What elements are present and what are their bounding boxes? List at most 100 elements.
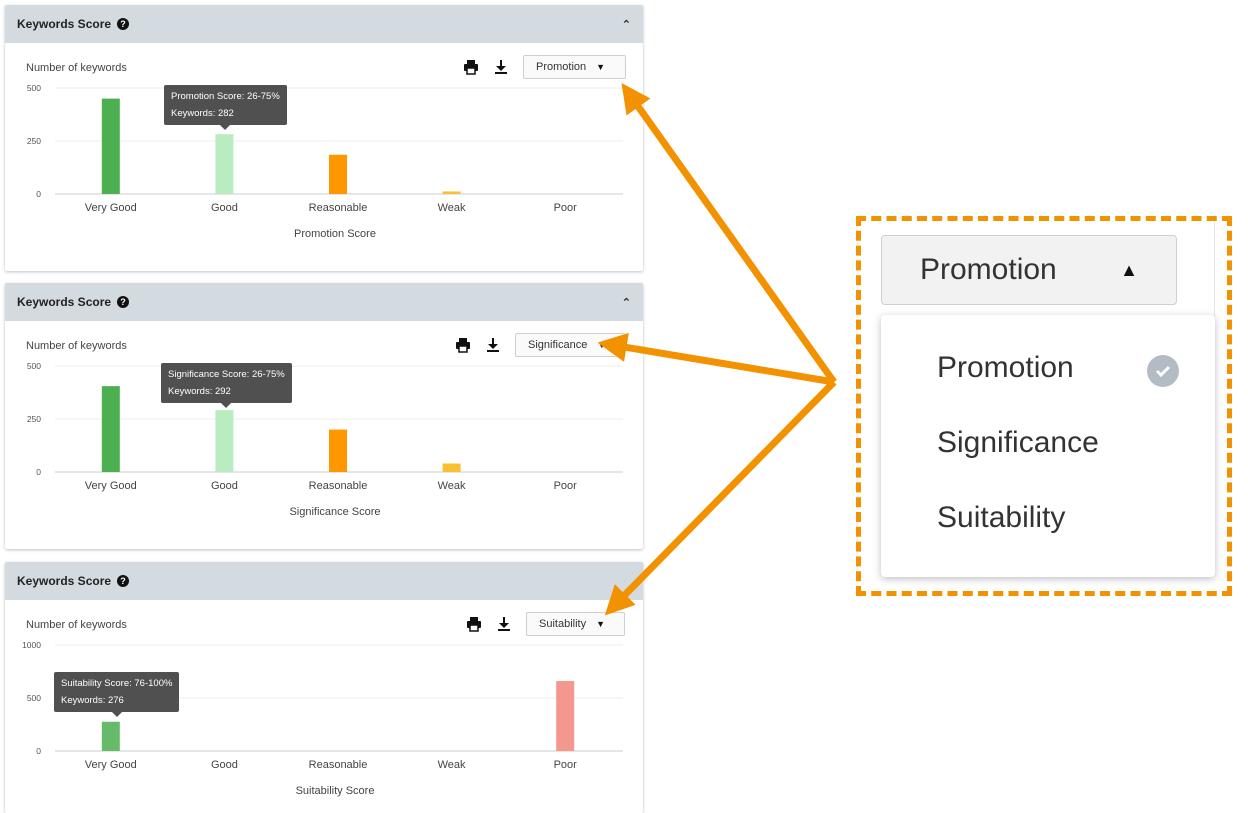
- caret-down-icon: ▼: [596, 62, 606, 72]
- caret-down-icon: ▼: [597, 340, 607, 350]
- select-value: Significance: [528, 339, 588, 351]
- bar-good: [215, 410, 234, 472]
- print-icon[interactable]: [463, 59, 479, 75]
- x-tick-label: Weak: [438, 202, 466, 214]
- x-tick-label: Poor: [554, 480, 578, 492]
- tooltip-line-keywords: Keywords: 276: [61, 695, 124, 706]
- x-tick-label: Good: [211, 480, 238, 492]
- divider: [1214, 221, 1215, 318]
- bar-weak: [442, 463, 461, 472]
- chart-toolbar: Suitability ▼: [466, 612, 625, 636]
- tooltip-line-score: Significance Score: 26-75%: [168, 369, 285, 380]
- help-icon[interactable]: ?: [117, 575, 130, 587]
- bar-very-good: [101, 721, 120, 751]
- y-tick-label: 500: [27, 693, 41, 703]
- print-icon[interactable]: [466, 616, 482, 632]
- arrow-to-significance-select: [597, 332, 835, 386]
- menu-item-significance[interactable]: Significance: [937, 426, 1099, 459]
- x-axis-title: Significance Score: [289, 506, 380, 518]
- select-value: Promotion: [536, 61, 587, 73]
- x-tick-label: Very Good: [85, 202, 137, 214]
- x-tick-label: Reasonable: [309, 480, 368, 492]
- bar-very-good: [101, 386, 120, 472]
- bar-tooltip: Promotion Score: 26-75% Keywords: 282: [164, 85, 287, 130]
- y-tick-label: 250: [27, 136, 41, 146]
- bar-tooltip: Significance Score: 26-75% Keywords: 292: [161, 363, 292, 408]
- x-tick-label: Good: [211, 759, 238, 771]
- panel-header[interactable]: Keywords Score ? ⌃: [5, 283, 643, 321]
- y-axis-label: Number of keywords: [26, 619, 127, 631]
- x-tick-label: Poor: [554, 759, 578, 771]
- panel-title: Keywords Score: [17, 295, 112, 309]
- panel-title: Keywords Score: [17, 574, 112, 588]
- zoomed-dropdown-callout: Promotion ▲ Promotion Significance Suita…: [856, 216, 1232, 596]
- y-tick-label: 0: [36, 746, 41, 756]
- chart-panel-promotion: Keywords Score ? ⌃ Number of keywords 0 25…: [5, 5, 643, 271]
- chevron-up-icon[interactable]: ⌃: [621, 18, 631, 31]
- x-tick-label: Reasonable: [309, 202, 368, 214]
- bar-poor: [556, 681, 575, 751]
- arrow-to-promotion-select: [621, 83, 837, 385]
- tooltip-line-keywords: Keywords: 282: [171, 108, 234, 119]
- menu-item-suitability[interactable]: Suitability: [937, 501, 1066, 534]
- x-tick-label: Good: [211, 202, 238, 214]
- zoomed-select-value: Promotion: [920, 253, 1057, 286]
- select-value: Suitability: [539, 618, 587, 630]
- y-axis-label: Number of keywords: [26, 340, 127, 352]
- chart-panel-significance: Keywords Score ? ⌃ Number of keywords 0 25…: [5, 283, 643, 549]
- bar-tooltip: Suitability Score: 76-100% Keywords: 276: [54, 672, 180, 717]
- panel-header[interactable]: Keywords Score ? ⌃: [5, 5, 643, 43]
- download-icon[interactable]: [496, 616, 512, 632]
- tooltip-line-keywords: Keywords: 292: [168, 386, 231, 397]
- help-icon[interactable]: ?: [117, 18, 130, 30]
- chart-panel-suitability: Keywords Score ? Number of keywords 0 500 1…: [5, 562, 643, 813]
- x-tick-label: Poor: [554, 202, 578, 214]
- y-tick-label: 0: [36, 189, 41, 199]
- score-type-select[interactable]: Suitability ▼: [526, 612, 625, 636]
- y-tick-label: 1000: [22, 640, 41, 650]
- chevron-up-icon[interactable]: ⌃: [621, 296, 631, 309]
- check-icon: [1147, 355, 1179, 387]
- caret-up-icon: ▲: [1120, 259, 1138, 280]
- y-tick-label: 250: [27, 414, 41, 424]
- print-icon[interactable]: [455, 337, 471, 353]
- score-type-select[interactable]: Promotion ▼: [523, 55, 626, 79]
- y-tick-label: 500: [27, 361, 41, 371]
- bar-very-good: [101, 98, 120, 194]
- x-axis-title: Promotion Score: [294, 228, 376, 240]
- bar-reasonable: [329, 154, 347, 194]
- x-tick-label: Very Good: [85, 480, 137, 492]
- panel-header[interactable]: Keywords Score ?: [5, 562, 643, 600]
- help-icon[interactable]: ?: [117, 296, 130, 308]
- x-axis-title: Suitability Score: [296, 785, 375, 797]
- x-tick-label: Reasonable: [309, 759, 368, 771]
- x-tick-label: Very Good: [85, 759, 137, 771]
- x-tick-label: Weak: [438, 759, 466, 771]
- caret-down-icon: ▼: [596, 619, 605, 629]
- tooltip-line-score: Suitability Score: 76-100%: [61, 678, 173, 689]
- panel-title: Keywords Score: [17, 17, 112, 31]
- x-tick-label: Weak: [438, 480, 466, 492]
- arrow-to-suitability-select: [604, 379, 837, 616]
- score-type-select[interactable]: Significance ▼: [515, 333, 625, 357]
- y-tick-label: 0: [36, 467, 41, 477]
- y-tick-label: 500: [27, 83, 41, 93]
- dropdown-menu: Promotion Significance Suitability: [881, 315, 1215, 577]
- bar-reasonable: [329, 429, 347, 472]
- menu-item-promotion[interactable]: Promotion: [937, 351, 1074, 384]
- bar-good: [215, 134, 234, 194]
- bar-weak: [442, 191, 461, 194]
- zoomed-score-type-select[interactable]: Promotion ▲: [881, 235, 1177, 305]
- chart-toolbar: Promotion ▼: [463, 55, 626, 79]
- download-icon[interactable]: [493, 59, 509, 75]
- y-axis-label: Number of keywords: [26, 62, 127, 74]
- tooltip-line-score: Promotion Score: 26-75%: [171, 91, 280, 102]
- chart-toolbar: Significance ▼: [455, 333, 625, 357]
- download-icon[interactable]: [485, 337, 501, 353]
